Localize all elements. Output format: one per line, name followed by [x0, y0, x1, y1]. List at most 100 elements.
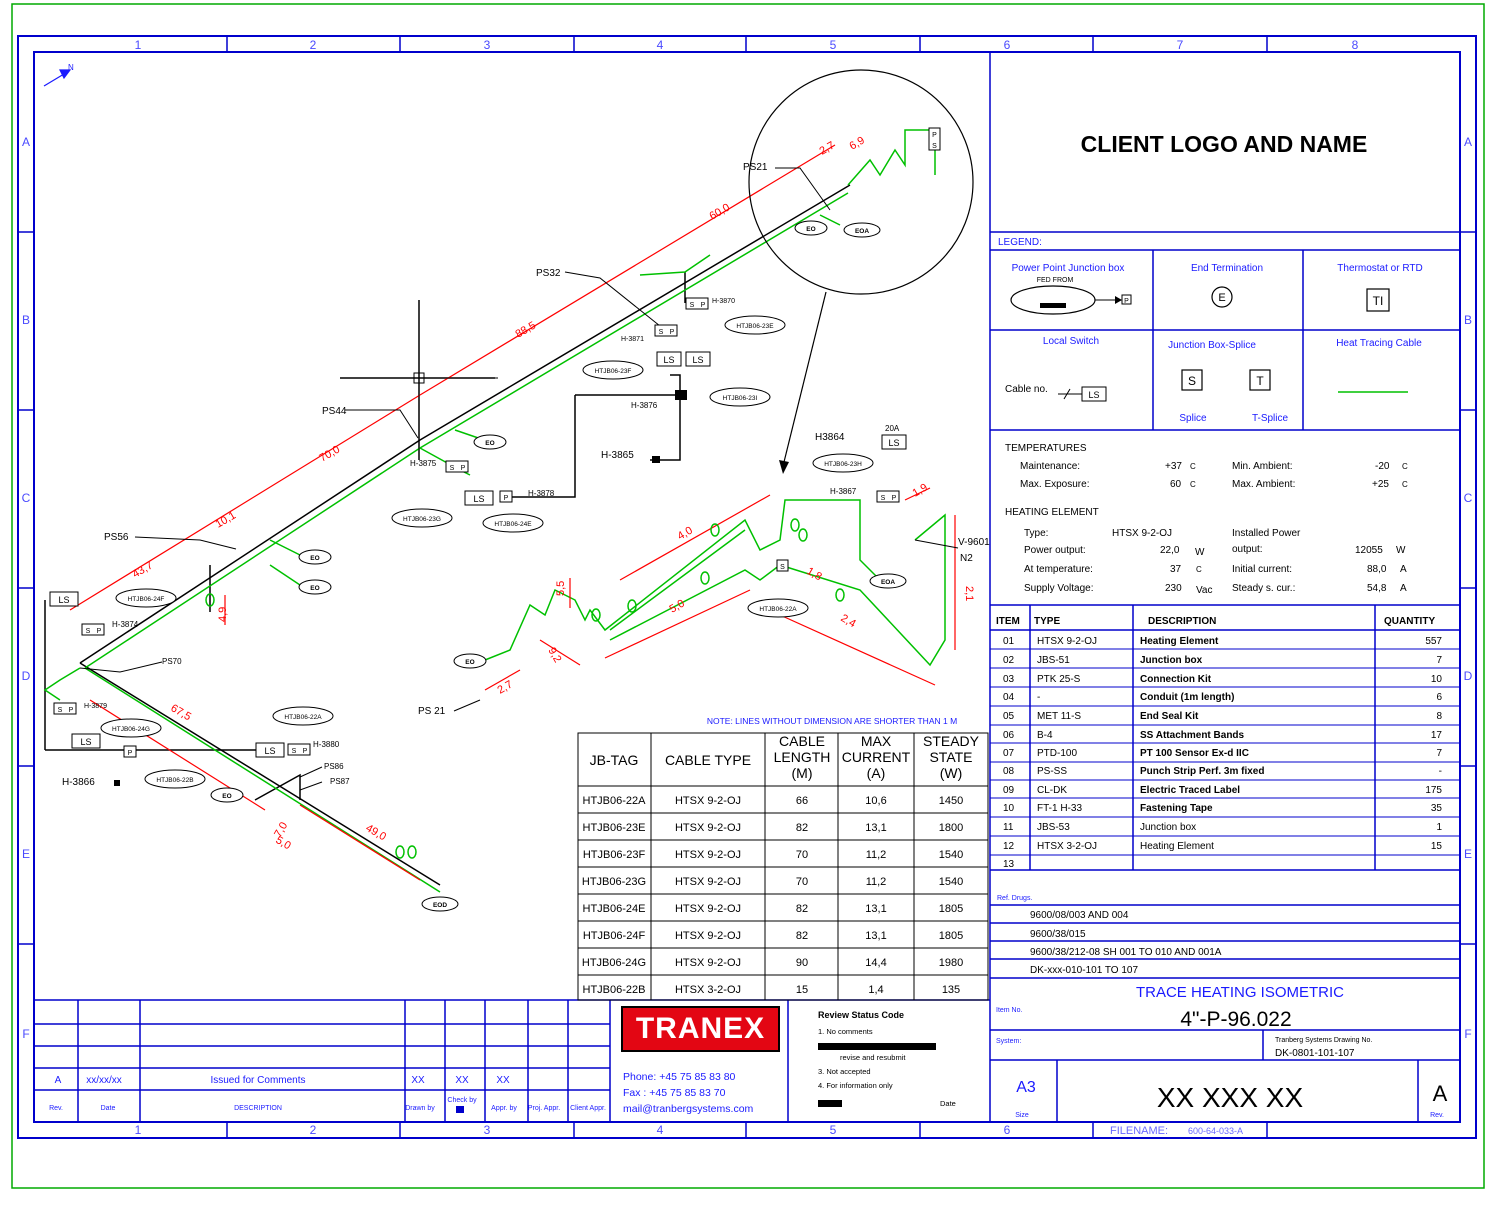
bom-cell: 09: [1003, 785, 1015, 796]
svg-text:XX: XX: [496, 1075, 510, 1086]
svg-text:HTJB06-23G: HTJB06-23G: [403, 516, 441, 523]
legend-t-splice: T-Splice: [1252, 413, 1289, 424]
dimension-lines: [69, 144, 956, 881]
svg-text:LS: LS: [663, 355, 674, 365]
t-splice-icon: [1249, 369, 1271, 391]
svg-text:Type:: Type:: [1024, 528, 1048, 539]
svg-text:F: F: [1464, 1027, 1471, 1041]
svg-text:LS: LS: [473, 494, 484, 504]
item-number: 4"-P-96.022: [1180, 1008, 1291, 1031]
svg-text:EOD: EOD: [433, 902, 447, 909]
svg-text:A: A: [1400, 564, 1407, 575]
svg-text:TEMPERATURES: TEMPERATURES: [1005, 443, 1087, 454]
bom-cell: FT-1 H-33: [1037, 803, 1082, 814]
svg-text:70,0: 70,0: [318, 443, 343, 464]
svg-text:At temperature:: At temperature:: [1024, 564, 1093, 575]
svg-text:C: C: [1190, 480, 1196, 489]
cable-table-cell: 90: [796, 957, 808, 969]
svg-text:6: 6: [1004, 1123, 1011, 1137]
svg-text:E: E: [1218, 292, 1225, 304]
svg-text:Min. Ambient:: Min. Ambient:: [1232, 461, 1293, 472]
col-label: 8: [1352, 38, 1359, 52]
cable-table-cell: HTSX 9-2-OJ: [675, 930, 741, 942]
svg-text:P: P: [932, 132, 937, 139]
svg-text:3. Not accepted: 3. Not accepted: [818, 1067, 871, 1076]
cable-table-cell: HTSX 9-2-OJ: [675, 795, 741, 807]
cable-table-cell: 11,2: [866, 876, 887, 888]
svg-text:P: P: [303, 748, 308, 755]
revision-row: A xx/xx/xx Issued for Comments XX XX XX: [55, 1075, 510, 1086]
svg-text:1,9: 1,9: [911, 482, 930, 500]
cable-table-cell: 13,1: [865, 930, 886, 942]
bom-cell: Electric Traced Label: [1140, 785, 1240, 796]
bom-cell: -: [1037, 692, 1040, 703]
svg-text:HTJB06-24E: HTJB06-24E: [494, 521, 532, 528]
svg-text:W: W: [1396, 545, 1406, 556]
cable-table-cell: HTJB06-23F: [583, 849, 646, 861]
svg-text:S: S: [690, 302, 695, 309]
svg-text:H-3874: H-3874: [112, 620, 139, 629]
svg-text:S: S: [86, 628, 91, 635]
svg-text:CABLE TYPE: CABLE TYPE: [665, 752, 751, 768]
svg-text:S: S: [881, 495, 886, 502]
svg-text:P: P: [701, 302, 706, 309]
svg-text:P: P: [892, 495, 897, 502]
svg-text:+37: +37: [1165, 461, 1182, 472]
svg-text:PS 21: PS 21: [418, 706, 446, 717]
tranex-logo: TRANEX: [621, 1006, 780, 1052]
svg-text:EO: EO: [222, 793, 231, 800]
col-label: 5: [830, 38, 837, 52]
svg-text:9600/38/212-08 SH 001 TO 010 A: 9600/38/212-08 SH 001 TO 010 AND 001A: [1030, 947, 1222, 958]
svg-text:2,1: 2,1: [963, 586, 975, 601]
bom-cell: 6: [1436, 692, 1442, 703]
svg-text:Power output:: Power output:: [1024, 545, 1086, 556]
svg-text:Proj. Appr.: Proj. Appr.: [528, 1105, 560, 1112]
svg-text:FED FROM: FED FROM: [1037, 277, 1074, 284]
svg-text:54,8: 54,8: [1367, 583, 1387, 594]
svg-text:S: S: [780, 564, 785, 571]
end-seal-labels: EO EOA EO EO EO EO EOD EO EOA: [222, 226, 895, 909]
bom-cell: 12: [1003, 841, 1015, 852]
north-arrow-icon: [43, 69, 72, 87]
svg-text:PS56: PS56: [104, 532, 129, 543]
svg-text:1,8: 1,8: [805, 565, 824, 583]
bom-cell: 05: [1003, 711, 1015, 722]
svg-text:PS44: PS44: [322, 406, 347, 417]
svg-text:HTJB06-22B: HTJB06-22B: [156, 777, 193, 784]
svg-text:S: S: [1188, 374, 1196, 388]
svg-text:P: P: [670, 329, 675, 336]
end-seal-tags: [210, 220, 907, 912]
cable-table-cell: 70: [796, 849, 808, 861]
svg-text:6,9: 6,9: [848, 135, 867, 153]
svg-text:T: T: [1256, 374, 1264, 388]
svg-text:S: S: [932, 143, 937, 150]
col-label: 4: [657, 38, 664, 52]
size-label: Size: [1015, 1112, 1029, 1119]
tranberg-number: DK-0801-101-107: [1275, 1048, 1355, 1059]
cable-table-cell: HTSX 9-2-OJ: [675, 903, 741, 915]
svg-text:B: B: [22, 313, 30, 327]
svg-text:HTJB06-24G: HTJB06-24G: [112, 726, 150, 733]
legend-label: LEGEND:: [998, 237, 1042, 248]
jb-bubbles: [100, 315, 874, 789]
svg-text:E: E: [22, 847, 30, 861]
svg-text:Vac: Vac: [1196, 585, 1213, 596]
check-mark: [456, 1106, 464, 1113]
revision-letter: A: [1433, 1081, 1448, 1106]
bom-cell: 8: [1436, 711, 1442, 722]
svg-text:H-3878: H-3878: [528, 489, 555, 498]
svg-text:LS: LS: [888, 438, 899, 448]
col-label: 7: [1177, 38, 1184, 52]
thermostat-icon: [1366, 288, 1390, 312]
review-status: Review Status Code 1. No comments revise…: [818, 1010, 956, 1108]
bom-cell: 03: [1003, 674, 1015, 685]
bom-cell: 01: [1003, 636, 1015, 647]
filename: 600-64-033-A: [1188, 1126, 1243, 1136]
svg-text:HTJB06-22A: HTJB06-22A: [284, 714, 322, 721]
